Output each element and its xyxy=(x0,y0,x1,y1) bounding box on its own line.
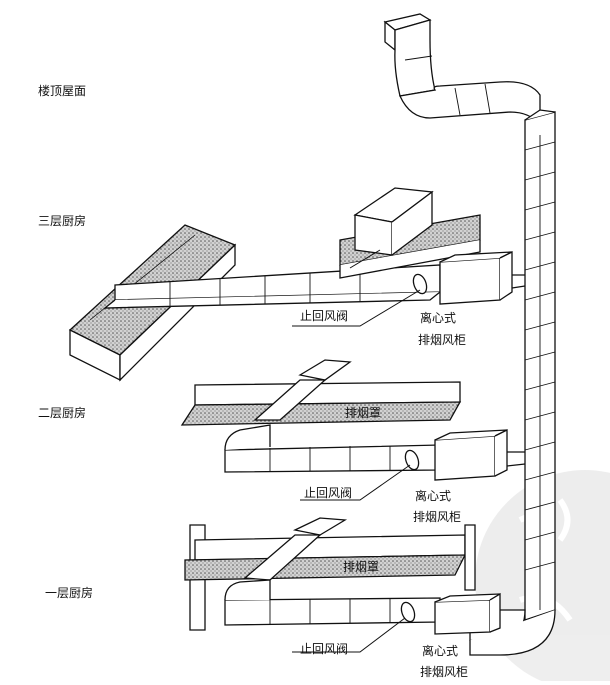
label-second-fan-line2: 排烟风柜 xyxy=(413,510,462,524)
label-first-fan-line1: 离心式 xyxy=(422,644,459,658)
first-floor-system xyxy=(184,517,501,635)
label-first-check-damper: 止回风阀 xyxy=(300,642,349,656)
label-second-fan-line1: 离心式 xyxy=(415,489,452,503)
label-roof: 楼顶屋面 xyxy=(38,84,87,98)
label-first-floor: 一层厨房 xyxy=(45,586,94,600)
label-first-hood: 排烟罩 xyxy=(343,560,380,574)
label-second-check-damper: 止回风阀 xyxy=(304,486,353,500)
label-third-floor: 三层厨房 xyxy=(38,214,87,228)
label-second-floor: 二层厨房 xyxy=(38,406,87,420)
label-first-fan-line2: 排烟风柜 xyxy=(420,665,469,679)
label-third-fan-line1: 离心式 xyxy=(420,311,457,325)
label-third-check-damper: 止回风阀 xyxy=(300,309,349,323)
riser-brick-lines xyxy=(404,55,556,610)
vertical-riser xyxy=(383,13,556,656)
leader-lines xyxy=(292,249,421,653)
label-second-hood: 排烟罩 xyxy=(345,406,382,420)
second-floor-system xyxy=(180,359,526,481)
label-third-fan-line2: 排烟风柜 xyxy=(418,333,467,347)
third-floor-system xyxy=(68,187,526,382)
